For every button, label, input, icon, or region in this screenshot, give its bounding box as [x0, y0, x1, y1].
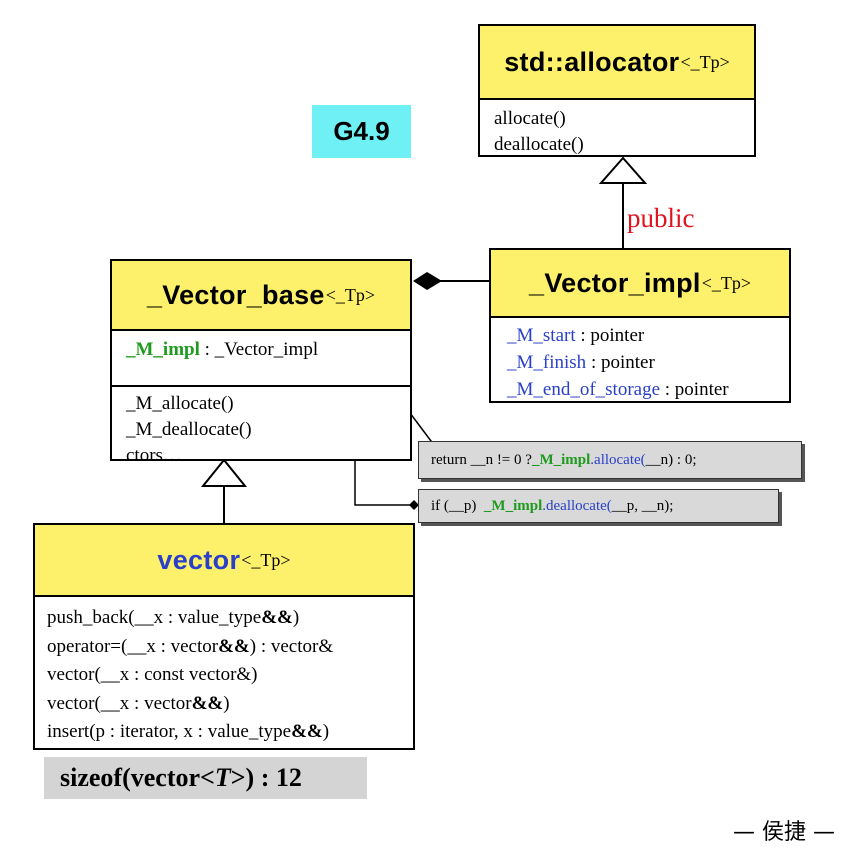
sizeof-label: sizeof(vector<T>) : 12 [44, 757, 367, 799]
vector-template-param: <_Tp> [241, 549, 291, 570]
allocator-class: std::allocator <_Tp> allocate() dealloca… [478, 24, 756, 157]
method-ctors: ctors… [126, 445, 182, 466]
vector-class: vector <_Tp> push_back(__x : value_type&… [33, 523, 415, 750]
vector-base-name: _Vector_base [146, 279, 325, 310]
allocator-method-allocate: allocate() [494, 108, 566, 129]
allocator-header: std::allocator <_Tp> [480, 26, 754, 100]
vector-impl-class: _Vector_impl <_Tp> _M_start : pointer _M… [489, 248, 791, 403]
vector-impl-template-param: <_Tp> [701, 272, 751, 293]
vector-base-template-param: <_Tp> [325, 284, 376, 305]
version-badge: G4.9 [312, 105, 411, 158]
author-signature: — 侯捷 — [733, 820, 835, 845]
vector-method-copy-ctor: vector(__x : const vector&) [47, 664, 258, 685]
member-m-finish: _M_finish : pointer [507, 352, 655, 373]
vector-base-class: _Vector_base <_Tp> _M_impl : _Vector_imp… [110, 259, 412, 466]
vector-base-methods: _M_allocate() _M_deallocate() ctors… [112, 387, 410, 473]
vector-header: vector <_Tp> [35, 525, 413, 597]
public-label: public [627, 203, 695, 233]
method-m-allocate: _M_allocate() [126, 393, 234, 414]
vector-base-attributes: _M_impl : _Vector_impl [112, 331, 410, 387]
allocator-method-deallocate: deallocate() [494, 134, 584, 155]
version-badge-text: G4.9 [333, 116, 390, 146]
vector-impl-members: _M_start : pointer _M_finish : pointer _… [491, 318, 789, 407]
attribute-m-impl: _M_impl : _Vector_impl [126, 339, 319, 360]
vector-method-move-assign: operator=(__x : vector&&) : vector& [47, 635, 334, 657]
vector-base-header: _Vector_base <_Tp> [112, 261, 410, 331]
base-inherit-triangle [200, 458, 248, 487]
member-m-end-of-storage: _M_end_of_storage : pointer [507, 379, 729, 400]
vector-impl-header: _Vector_impl <_Tp> [491, 250, 789, 318]
allocator-methods: allocate() deallocate() [480, 100, 754, 164]
deallocate-note: if (__p) _M_impl .deallocate( __p, __n); [418, 489, 779, 523]
allocator-template-param: <_Tp> [680, 51, 730, 72]
deallocate-connector-end-diamond [409, 500, 419, 510]
method-m-deallocate: _M_deallocate() [126, 419, 252, 440]
vector-method-push-back: push_back(__x : value_type&&) [47, 607, 300, 628]
allocate-note: return __n != 0 ? _M_impl .allocate( __n… [418, 441, 802, 479]
member-m-start: _M_start : pointer [507, 325, 645, 346]
vector-method-insert: insert(p : iterator, x : value_type&&) [47, 721, 330, 742]
vector-method-move-ctor: vector(__x : vector&&) [47, 692, 230, 714]
vector-methods: push_back(__x : value_type&&) operator=(… [35, 597, 413, 754]
allocator-name: std::allocator [504, 46, 680, 77]
allocator-inherit-triangle [598, 156, 648, 184]
vector-name: vector [157, 544, 241, 575]
vector-impl-name: _Vector_impl [529, 267, 701, 298]
composition-diamond [413, 272, 442, 290]
